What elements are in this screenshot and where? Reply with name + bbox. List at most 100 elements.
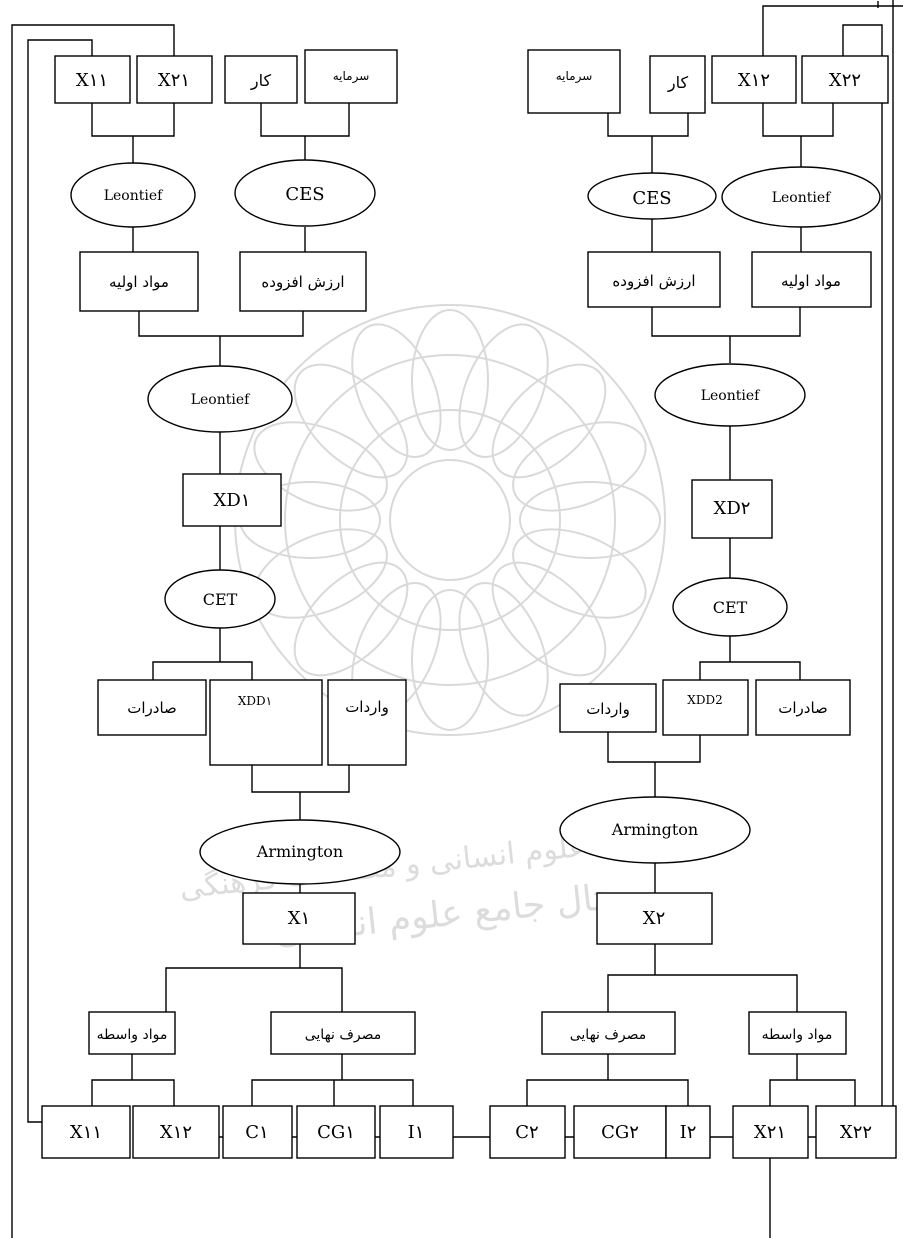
left-primary-materials-box	[79, 251, 199, 312]
left-leontief-oval-1	[70, 162, 196, 228]
left-input-label-capital: سرمایه	[333, 69, 370, 84]
left-xd-box	[182, 473, 282, 527]
watermark-petal	[351, 323, 442, 458]
right-primary-materials-box	[751, 251, 872, 308]
left-intermediate-label: مواد واسطه	[97, 1027, 168, 1043]
right-input-box-capital	[527, 49, 621, 114]
right-xd-box	[691, 479, 773, 539]
left-exports-box	[97, 679, 207, 736]
left-value-added-box	[239, 251, 367, 312]
watermark-petal	[458, 323, 549, 458]
left-leontief-label-1: Leontief	[104, 188, 164, 204]
right-leontief-label-1: Leontief	[772, 190, 832, 206]
left-input-box-x11	[54, 55, 131, 104]
left-input-box-capital	[304, 49, 398, 104]
left-leontief-label-2: Leontief	[191, 392, 251, 408]
watermark-petal	[519, 481, 661, 559]
left-output-box-i1	[379, 1105, 454, 1159]
left-armington-oval	[199, 819, 401, 885]
left-output-box-x12	[132, 1105, 220, 1159]
right-xdd-box	[662, 679, 749, 736]
watermark-petal	[411, 589, 489, 731]
right-output-label-i2: I۲	[680, 1122, 697, 1143]
left-cet-oval	[164, 569, 276, 629]
left-input-label-labor: کار	[250, 71, 272, 91]
right-x-label: X۲	[643, 908, 665, 929]
right-input-label-x12: X۱۲	[738, 70, 770, 91]
right-intermediate-label: مواد واسطه	[762, 1027, 833, 1043]
left-output-label-c1: C۱	[245, 1122, 268, 1143]
left-xdd-box	[209, 679, 323, 766]
right-output-label-x21: X۲۱	[754, 1122, 786, 1143]
left-cet-label: CET	[203, 590, 238, 609]
right-output-label-x22: X۲۲	[840, 1122, 872, 1143]
left-input-box-labor	[224, 55, 298, 104]
watermark-petal	[491, 561, 607, 677]
right-output-box-c2	[489, 1105, 566, 1159]
left-imports-box	[327, 679, 407, 766]
right-input-label-x22: X۲۲	[829, 70, 861, 91]
right-exports-label: صادرات	[778, 699, 828, 717]
right-primary-materials-label: مواد اولیه	[781, 272, 841, 290]
left-final-consumption-label: مصرف نهایی	[305, 1027, 382, 1043]
right-exports-box	[755, 679, 851, 736]
right-cet-oval	[672, 577, 788, 637]
right-armington-oval	[559, 796, 751, 864]
right-structure: سرمایه کار X۱۲ X۲۲ CES Leontief ارزش افز…	[489, 49, 897, 1159]
left-output-label-cg1: CG۱	[317, 1122, 355, 1143]
right-output-label-cg2: CG۲	[601, 1122, 639, 1143]
watermark-petal	[253, 528, 388, 619]
right-cet-label: CET	[713, 598, 748, 617]
watermark-rosette	[234, 304, 666, 736]
left-xd-label: XD۱	[214, 490, 251, 511]
right-final-consumption-box	[541, 1011, 676, 1055]
watermark-petal	[293, 363, 409, 479]
right-imports-label: واردات	[586, 700, 630, 718]
left-intermediate-box	[88, 1011, 176, 1055]
right-connectors	[526, 103, 856, 1106]
watermark-petal	[458, 582, 549, 717]
right-intermediate-box	[748, 1011, 847, 1055]
left-output-box-x11	[41, 1105, 131, 1159]
left-input-label-x21: X۲۱	[158, 70, 190, 91]
right-imports-box	[559, 683, 657, 733]
right-final-consumption-label: مصرف نهایی	[570, 1027, 647, 1043]
left-xdd-label: XDD۱	[238, 694, 272, 708]
right-leontief-oval-2	[654, 363, 806, 427]
left-input-box-x21	[136, 55, 213, 104]
left-armington-label: Armington	[256, 842, 343, 861]
right-output-box-cg2	[573, 1105, 667, 1159]
right-output-box-i2	[665, 1105, 711, 1159]
left-ces-oval	[234, 159, 376, 227]
left-exports-label: صادرات	[127, 699, 177, 717]
left-ces-label: CES	[285, 184, 324, 205]
watermark-petal	[491, 363, 607, 479]
left-final-consumption-box	[270, 1011, 416, 1055]
right-input-box-x12	[711, 55, 797, 104]
left-x-label: X۱	[288, 908, 310, 929]
right-xd-label: XD۲	[714, 498, 751, 519]
left-value-added-label: ارزش افزوده	[261, 273, 344, 291]
right-ces-label: CES	[632, 188, 671, 209]
left-imports-label: واردات	[345, 698, 389, 716]
right-value-added-label: ارزش افزوده	[612, 272, 695, 290]
left-output-label-i1: I۱	[408, 1122, 425, 1143]
right-leontief-label-2: Leontief	[701, 388, 761, 404]
right-input-box-x22	[801, 55, 889, 104]
left-structure: X۱۱ X۲۱ کار سرمایه Leontief CES مواد اول…	[41, 49, 454, 1159]
left-output-label-x11: X۱۱	[70, 1122, 102, 1143]
left-output-box-cg1	[296, 1105, 376, 1159]
right-input-box-labor	[649, 55, 706, 114]
right-output-label-c2: C۲	[515, 1122, 538, 1143]
watermark-petal	[253, 421, 388, 512]
watermark-petal	[512, 421, 647, 512]
right-input-label-capital: سرمایه	[556, 69, 593, 84]
right-output-box-x21	[732, 1105, 809, 1159]
right-input-label-labor: کار	[667, 73, 689, 93]
watermark-petal	[512, 528, 647, 619]
left-x-box	[242, 892, 356, 945]
left-input-label-x11: X۱۱	[76, 70, 108, 91]
watermark-petal	[411, 309, 489, 451]
left-connectors	[91, 103, 414, 1106]
